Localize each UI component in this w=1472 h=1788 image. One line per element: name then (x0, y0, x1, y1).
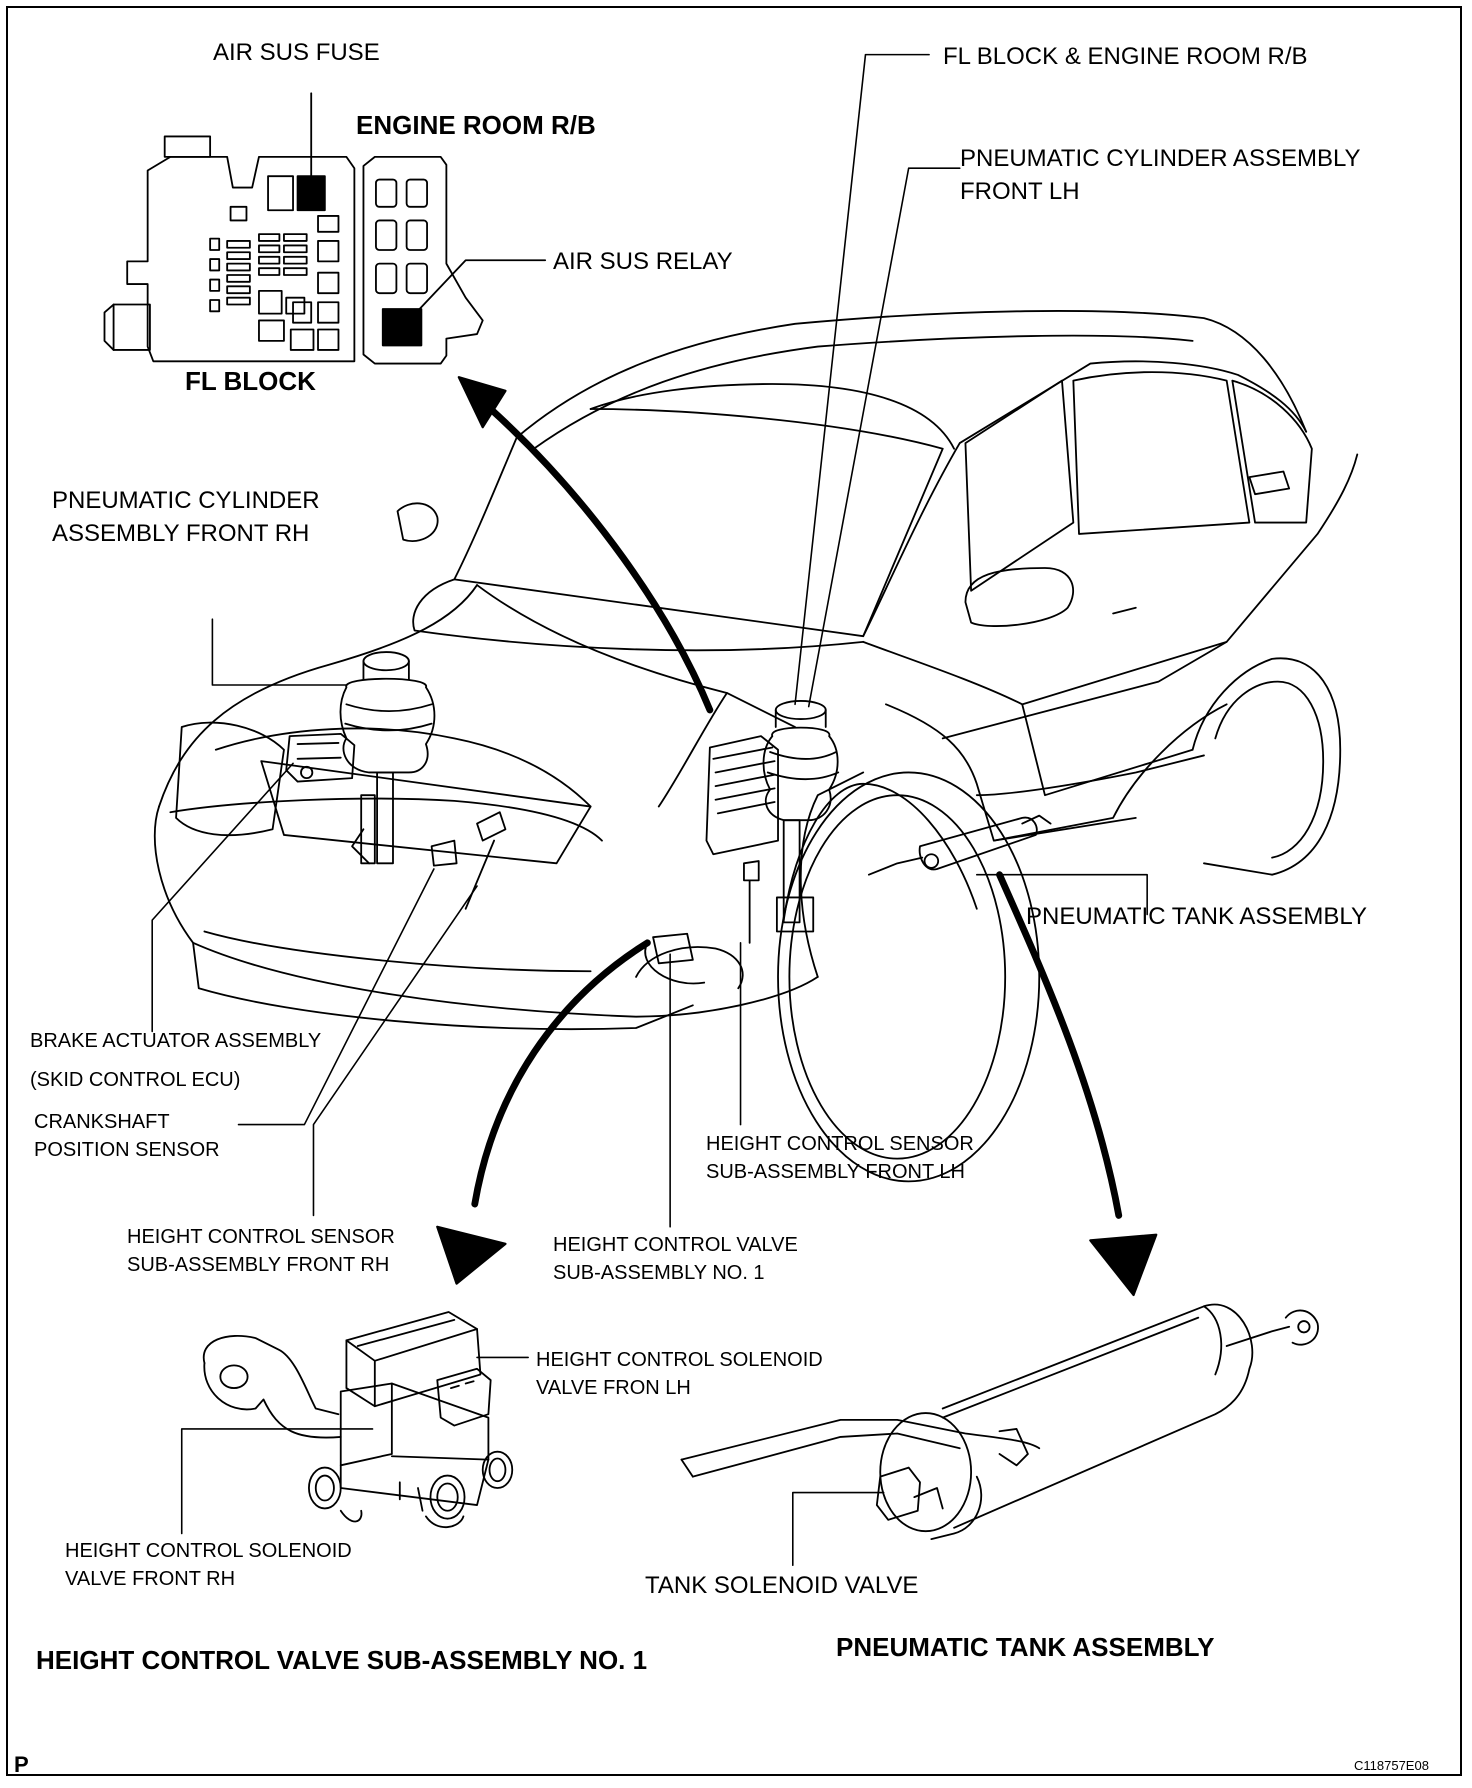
label-crankshaft-line1: CRANKSHAFT (34, 1111, 170, 1133)
front-lh-strut-illustration (644, 700, 840, 985)
label-brake-actuator-assembly: BRAKE ACTUATOR ASSEMBLY (30, 1030, 322, 1052)
label-solenoid-rh-line1: HEIGHT CONTROL SOLENOID (65, 1540, 352, 1562)
label-crankshaft-line2: POSITION SENSOR (34, 1139, 220, 1161)
label-pneumatic-tank-assembly: PNEUMATIC TANK ASSEMBLY (1026, 903, 1367, 930)
vehicle-illustration (153, 310, 1359, 1183)
label-fl-block-engine-room-rb: FL BLOCK & ENGINE ROOM R/B (943, 43, 1308, 70)
corner-mark-p: P (14, 1752, 29, 1777)
label-solenoid-rh-line2: VALVE FRONT RH (65, 1568, 236, 1590)
label-height-sensor-lh-line1: HEIGHT CONTROL SENSOR (706, 1133, 974, 1155)
label-cylinder-front-lh-line2: FRONT LH (960, 178, 1080, 205)
label-air-sus-relay: AIR SUS RELAY (553, 248, 733, 275)
front-rh-strut-illustration (285, 651, 507, 910)
label-air-sus-fuse: AIR SUS FUSE (213, 39, 380, 66)
figure-code: C118757E08 (1354, 1758, 1429, 1773)
label-solenoid-lh-line2: VALVE FRON LH (536, 1377, 691, 1399)
height-control-valve-detail (202, 1311, 514, 1528)
label-cylinder-front-rh-line1: PNEUMATIC CYLINDER (52, 487, 320, 514)
label-height-sensor-rh-line1: HEIGHT CONTROL SENSOR (127, 1226, 395, 1248)
label-skid-control-ecu: (SKID CONTROL ECU) (30, 1069, 241, 1091)
title-pneumatic-tank-assembly: PNEUMATIC TANK ASSEMBLY (836, 1632, 1215, 1662)
fl-block-engine-room-rb-illustration (103, 92, 547, 365)
label-height-sensor-lh-line2: SUB-ASSEMBLY FRONT LH (706, 1161, 965, 1183)
label-cylinder-front-rh-line2: ASSEMBLY FRONT RH (52, 520, 310, 547)
label-height-sensor-rh-line2: SUB-ASSEMBLY FRONT RH (127, 1254, 390, 1276)
pneumatic-tank-detail (680, 1303, 1319, 1541)
tank-on-vehicle-illustration (867, 814, 1052, 876)
label-tank-solenoid-valve: TANK SOLENOID VALVE (645, 1572, 919, 1599)
arrow-to-fuse-box (457, 376, 714, 714)
label-height-valve-line2: SUB-ASSEMBLY NO. 1 (553, 1262, 765, 1284)
arrow-to-tank (996, 871, 1158, 1297)
label-solenoid-lh-line1: HEIGHT CONTROL SOLENOID (536, 1349, 823, 1371)
arrow-to-valve (436, 939, 651, 1285)
leader-lines (151, 53, 1148, 1567)
title-height-control-valve: HEIGHT CONTROL VALVE SUB-ASSEMBLY NO. 1 (36, 1645, 648, 1675)
label-fl-block: FL BLOCK (185, 366, 316, 396)
label-height-valve-line1: HEIGHT CONTROL VALVE (553, 1234, 798, 1256)
label-engine-room-rb: ENGINE ROOM R/B (356, 110, 596, 140)
label-cylinder-front-lh-line1: PNEUMATIC CYLINDER ASSEMBLY (960, 145, 1361, 172)
figure-frame (6, 6, 1462, 1776)
